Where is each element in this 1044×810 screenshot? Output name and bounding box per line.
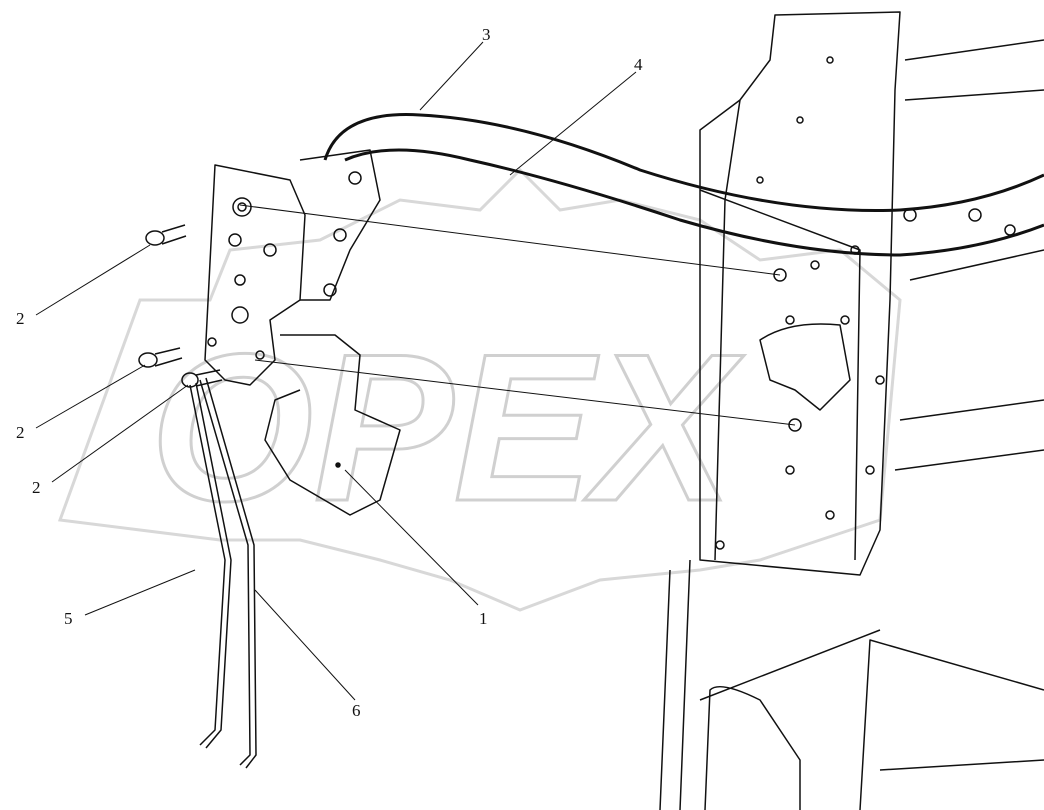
cable-3 — [323, 113, 1044, 212]
callout-2: 2 — [16, 423, 25, 442]
rod-5 — [189, 382, 232, 749]
callout-6: 6 — [352, 701, 361, 720]
callout-5: 5 — [64, 609, 73, 628]
door-pillar-panel — [659, 11, 1044, 810]
rod-6 — [199, 377, 257, 769]
callout-2: 2 — [16, 309, 25, 328]
callout-3: 3 — [482, 25, 491, 44]
bolt — [145, 224, 187, 246]
leader-lines — [35, 41, 796, 701]
callout-4: 4 — [634, 55, 643, 74]
watermark-logo: OPEX — [57, 167, 902, 612]
callout-2: 2 — [32, 478, 41, 497]
callout-1: 1 — [479, 609, 488, 628]
bolt — [138, 347, 183, 368]
cable-4 — [344, 148, 1044, 257]
door-lock-assembly — [204, 149, 401, 516]
svg-text:OPEX: OPEX — [150, 310, 744, 545]
